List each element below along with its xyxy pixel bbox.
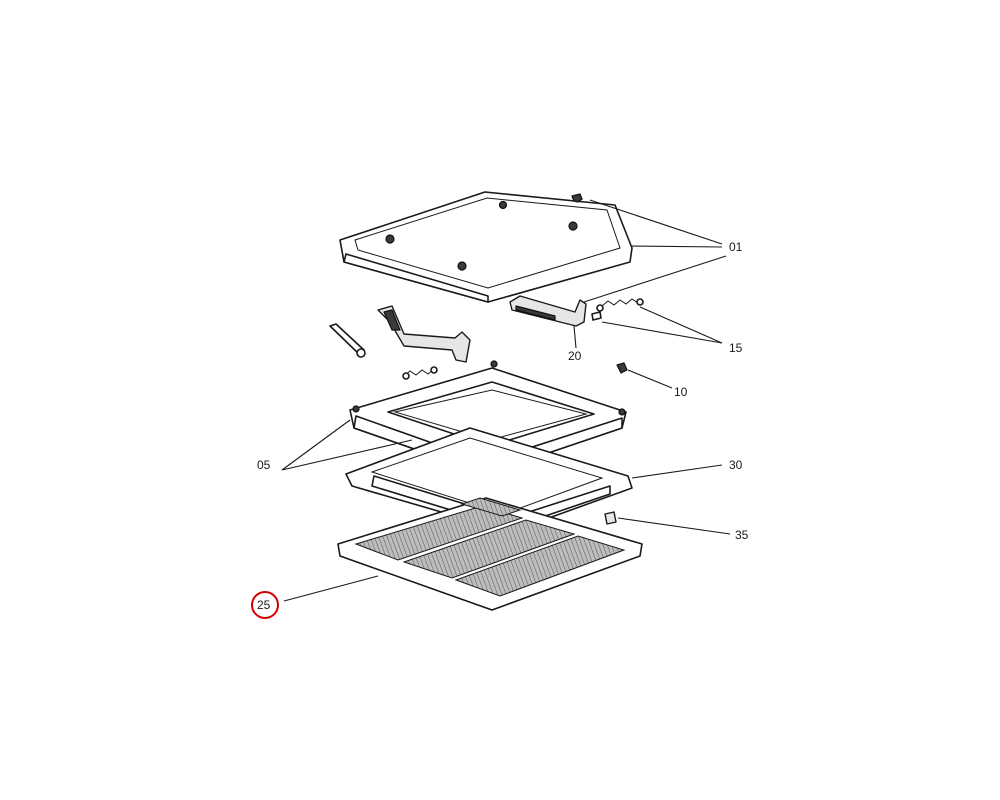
pin-part (591, 311, 602, 321)
hinge-bracket-left-part (377, 305, 471, 363)
support-arm-part (329, 323, 366, 358)
callout-15-label: 15 (729, 341, 743, 355)
lid-part (339, 191, 633, 303)
clip-part (604, 511, 617, 525)
callout-35-label: 35 (735, 528, 749, 542)
hinge-bracket-right-part (509, 295, 587, 327)
small-spring-part (402, 366, 438, 380)
callout-25: 25 (251, 591, 279, 619)
callout-15: 15 (729, 341, 743, 355)
callout-05-label: 05 (257, 458, 271, 472)
callout-30-label: 30 (729, 458, 743, 472)
callout-01-label: 01 (729, 240, 743, 254)
leader-lines (281, 199, 731, 602)
spring-part (596, 298, 644, 312)
callout-10: 10 (674, 385, 688, 399)
callout-35: 35 (735, 528, 749, 542)
fly-screen-part (337, 497, 643, 611)
callout-01: 01 (729, 240, 743, 254)
callout-05: 05 (257, 458, 271, 472)
callout-25-label: 25 (257, 598, 271, 612)
callout-30: 30 (729, 458, 743, 472)
callout-20-label: 20 (568, 349, 582, 363)
nut-part (616, 362, 628, 374)
callout-20: 20 (568, 349, 582, 363)
lid-screw-part (571, 193, 583, 203)
callout-25-highlight-ring (251, 591, 279, 619)
callout-10-label: 10 (674, 385, 688, 399)
